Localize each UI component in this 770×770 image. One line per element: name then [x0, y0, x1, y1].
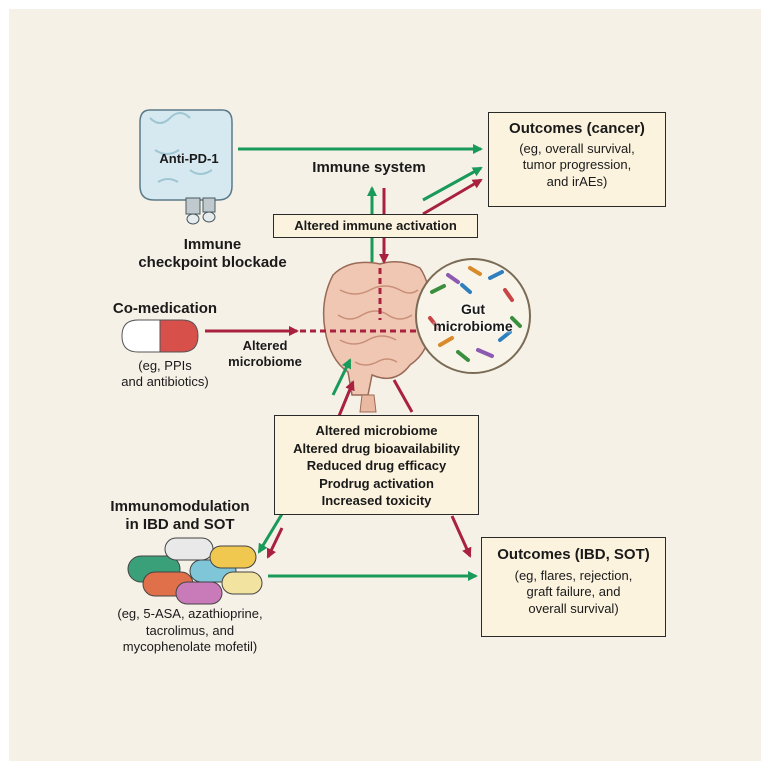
- immunomodulation-title-line-2: in IBD and SOT: [125, 516, 235, 534]
- effect-altered-microbiome: Altered microbiome: [315, 423, 438, 438]
- outcomes-cancer-line-3: and irAEs): [546, 174, 608, 190]
- comedication-line-1: (eg, PPIs: [138, 358, 192, 373]
- outcomes-ibd-line-1: (eg, flares, rejection,: [514, 567, 633, 583]
- altered-immune-activation-box: Altered immune activation: [273, 214, 478, 238]
- immunomodulation-line-2: tacrolimus, and: [145, 622, 235, 638]
- pills-icon: [127, 537, 263, 605]
- comedication-title: Co-medication: [112, 300, 218, 317]
- gut-microbiome-label: Gut microbiome: [418, 301, 528, 335]
- immunomodulation-line-1: (eg, 5-ASA, azathioprine,: [117, 606, 263, 621]
- outcomes-ibd-line-3: overall survival): [528, 601, 619, 617]
- outcomes-cancer-line-1: (eg, overall survival,: [519, 140, 635, 156]
- effect-prodrug-activation: Prodrug activation: [319, 475, 434, 491]
- outcomes-cancer-line-2: tumor progression,: [522, 157, 632, 173]
- iv-bag-icon: [139, 109, 233, 225]
- outcomes-ibd-title: Outcomes (IBD, SOT): [497, 546, 650, 563]
- effect-reduced-efficacy: Reduced drug efficacy: [306, 458, 447, 473]
- comedication-examples: (eg, PPIs and antibiotics): [90, 358, 240, 390]
- outcomes-cancer-title: Outcomes (cancer): [509, 120, 645, 137]
- effect-altered-bioavailability: Altered drug bioavailability: [293, 440, 460, 456]
- intestine-icon: [322, 261, 432, 413]
- outcomes-cancer-box: Outcomes (cancer) (eg, overall survival,…: [488, 112, 666, 207]
- arrows: [205, 144, 483, 581]
- gut-microbiome-line-1: Gut: [460, 301, 486, 317]
- effects-box: Altered microbiome Altered drug bioavail…: [274, 415, 479, 515]
- checkpoint-title-line-2: checkpoint blockade: [138, 254, 287, 272]
- iv-bag-label: Anti-PD-1: [159, 151, 219, 166]
- comedication-line-2: and antibiotics): [121, 373, 209, 389]
- altered-microbiome-line-1: Altered: [242, 338, 288, 353]
- immune-system-label: Immune system: [312, 159, 426, 176]
- immunomodulation-line-3: mycophenolate mofetil): [122, 639, 258, 655]
- immunomodulation-title: Immunomodulation in IBD and SOT: [100, 498, 260, 535]
- immunomodulation-examples: (eg, 5-ASA, azathioprine, tacrolimus, an…: [90, 606, 290, 656]
- gut-microbiome-line-2: microbiome: [433, 318, 513, 335]
- altered-microbiome-line-2: microbiome: [228, 353, 302, 369]
- outcomes-ibd-line-2: graft failure, and: [526, 584, 621, 600]
- immunomodulation-title-line-1: Immunomodulation: [110, 498, 250, 515]
- outcomes-ibd-box: Outcomes (IBD, SOT) (eg, flares, rejecti…: [481, 537, 666, 637]
- checkpoint-title-line-1: Immune: [183, 236, 242, 253]
- checkpoint-blockade-title: Immune checkpoint blockade: [120, 236, 305, 273]
- capsule-icon: [121, 319, 199, 353]
- altered-microbiome-arrow-label: Altered microbiome: [210, 338, 320, 370]
- microbiome-circle-icon: [415, 258, 531, 374]
- effect-increased-toxicity: Increased toxicity: [321, 493, 432, 508]
